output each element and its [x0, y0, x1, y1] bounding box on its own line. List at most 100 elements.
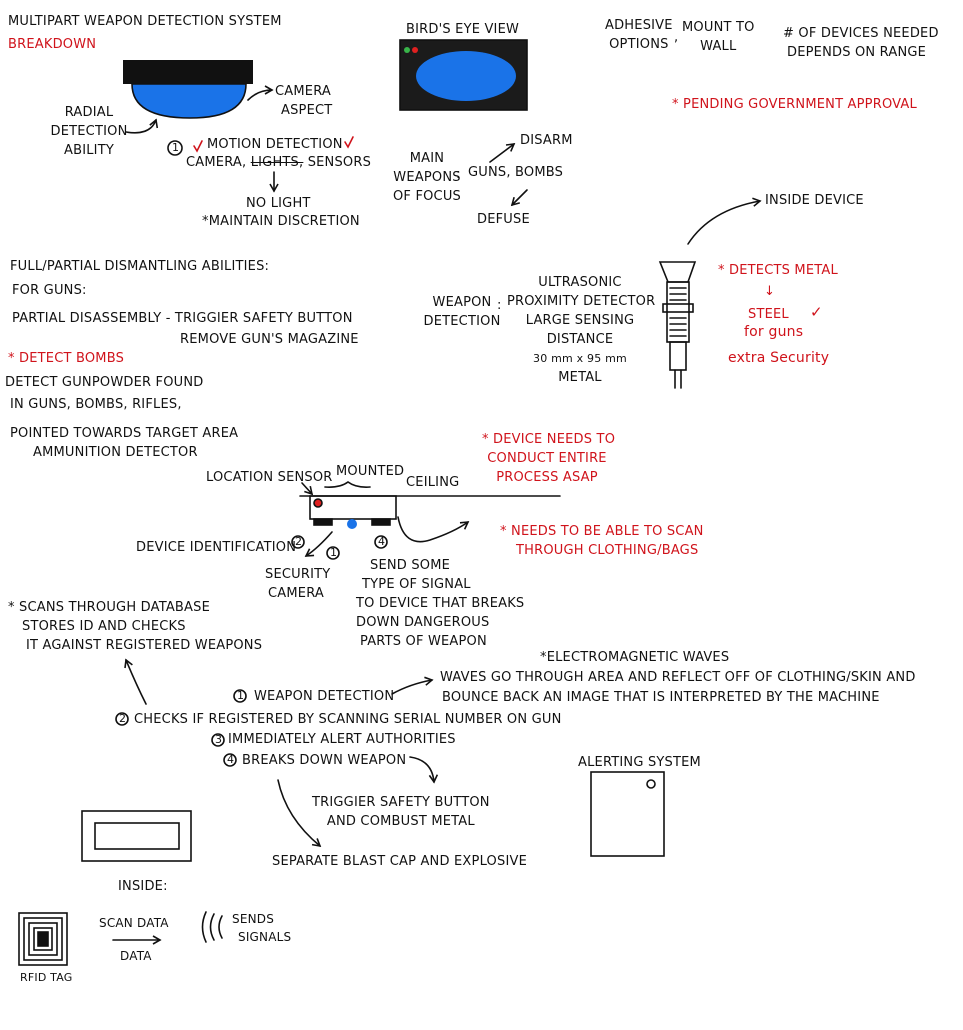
scan-data-label: SCAN DATA — [99, 916, 169, 930]
location-arrow — [301, 482, 314, 496]
step-number: 2 — [295, 535, 303, 548]
step-number: 2 — [119, 712, 127, 725]
ceiling-device-icon — [309, 495, 397, 529]
blast-cap-text: SEPARATE BLAST CAP AND EXPLOSIVE — [272, 854, 527, 869]
sensor-specs: ULTRASONIC PROXIMITY DETECTOR LARGE SENS… — [507, 275, 656, 385]
blast-arrow — [277, 779, 322, 848]
step-3-text: IMMEDIATELY ALERT AUTHORITIES — [228, 732, 456, 747]
bombs-line: DETECT GUNPOWDER FOUND — [5, 375, 204, 390]
step-number: 4 — [378, 535, 386, 548]
number-circle — [374, 535, 388, 549]
number-circle — [326, 546, 340, 560]
defuse-arrow — [510, 189, 528, 207]
trigger-arrow — [409, 756, 439, 784]
step-number: 1 — [237, 689, 245, 702]
step-number: 1 — [330, 546, 338, 559]
remove-magazine-text: REMOVE GUN'S MAGAZINE — [180, 332, 359, 347]
mounted-brace — [324, 481, 371, 488]
alerting-system-icon — [590, 771, 665, 857]
step-1-text: WEAPON DETECTION — [254, 689, 395, 704]
disarm-arrow — [489, 143, 516, 163]
page-subtitle: BREAKDOWN — [8, 37, 97, 52]
check-mark-icon: ✓ — [810, 303, 823, 321]
device-identification-label: DEVICE IDENTIFICATION — [136, 540, 297, 555]
for-guns-label: for guns — [744, 324, 804, 340]
step-number: 3 — [215, 733, 223, 746]
camera-features: CAMERA, LIGHTS, SENSORS — [186, 155, 372, 170]
birdseye-label: BIRD'S EYE VIEW — [406, 22, 520, 37]
aspect-arrow — [247, 85, 274, 101]
dismantle-title: FULL/PARTIAL DISMANTLING ABILITIES: — [10, 259, 270, 274]
database-arrow — [124, 658, 147, 705]
extra-security-label: extra Security — [728, 350, 830, 366]
em-line: WAVES GO THROUGH AREA AND REFLECT OFF OF… — [440, 670, 916, 685]
weapons-list: GUNS, BOMBS — [468, 165, 564, 180]
bombs-line: IN GUNS, BOMBS, RIFLES, — [10, 397, 182, 412]
inside-device-label: INSIDE DEVICE — [765, 193, 864, 208]
number-circle — [211, 733, 225, 747]
no-light-label: NO LIGHT — [246, 196, 311, 211]
discretion-note: *MAINTAIN DISCRETION — [202, 214, 360, 229]
motion-detection-label: MOTION DETECTION — [207, 137, 343, 152]
alerting-system-label: ALERTING SYSTEM — [578, 755, 701, 770]
page-title: MULTIPART WEAPON DETECTION SYSTEM — [8, 14, 282, 29]
signal-waves-icon — [201, 911, 223, 943]
step-number: 1 — [172, 141, 180, 154]
colon-separator: : — [456, 167, 461, 182]
inside-device-arrow — [687, 197, 762, 245]
ceiling-camera-icon — [123, 60, 253, 119]
number-circle — [167, 140, 183, 156]
radial-arrow — [125, 118, 159, 134]
location-sensor-label: LOCATION SENSOR — [206, 470, 333, 485]
data-label: DATA — [120, 949, 152, 963]
metal-down-arrow: ↓ — [764, 284, 776, 299]
number-circle — [233, 689, 247, 703]
number-circle — [115, 712, 129, 726]
comma-separator: , — [674, 30, 679, 45]
detects-metal-note: * DETECTS METAL — [718, 263, 838, 278]
pending-approval-note: * PENDING GOVERNMENT APPROVAL — [672, 97, 917, 112]
rfid-tag-icon — [18, 912, 68, 966]
em-title: *ELECTROMAGNETIC WAVES — [540, 650, 730, 665]
inside-label: INSIDE: — [118, 879, 168, 894]
check-mark — [193, 140, 203, 153]
check-mark — [344, 136, 354, 149]
device-screen-icon — [81, 810, 192, 862]
bombs-line: AMMUNITION DETECTOR — [33, 445, 198, 460]
step-2-text: CHECKS IF REGISTERED BY SCANNING SERIAL … — [134, 712, 562, 727]
steel-label: STEEL — [748, 307, 789, 322]
ceiling-label: CEILING — [406, 475, 460, 490]
partial-disassembly-text: PARTIAL DISASSEMBLY - TRIGGIER SAFETY BU… — [12, 311, 353, 326]
camera-arrow — [304, 531, 333, 557]
birdseye-screen-icon — [399, 39, 528, 111]
for-guns-heading: FOR GUNS: — [12, 283, 87, 298]
database-note: * SCANS THROUGH DATABASE STORES ID AND C… — [8, 600, 263, 653]
rfid-tag-label: RFID TAG — [20, 971, 73, 984]
number-circle — [291, 535, 305, 549]
number-circle — [223, 753, 237, 767]
signal-arrow — [397, 516, 470, 543]
detect-bombs-note: * DETECT BOMBS — [8, 351, 125, 366]
defuse-label: DEFUSE — [477, 212, 530, 227]
bombs-line: POINTED TOWARDS TARGET AREA — [10, 426, 239, 441]
em-line: BOUNCE BACK AN IMAGE THAT IS INTERPRETED… — [442, 690, 880, 705]
mounted-label: MOUNTED — [336, 464, 405, 479]
step-number: 4 — [227, 753, 235, 766]
disarm-label: DISARM — [520, 133, 573, 148]
em-arrow — [391, 676, 434, 695]
step-4-text: BREAKS DOWN WEAPON — [242, 753, 407, 768]
